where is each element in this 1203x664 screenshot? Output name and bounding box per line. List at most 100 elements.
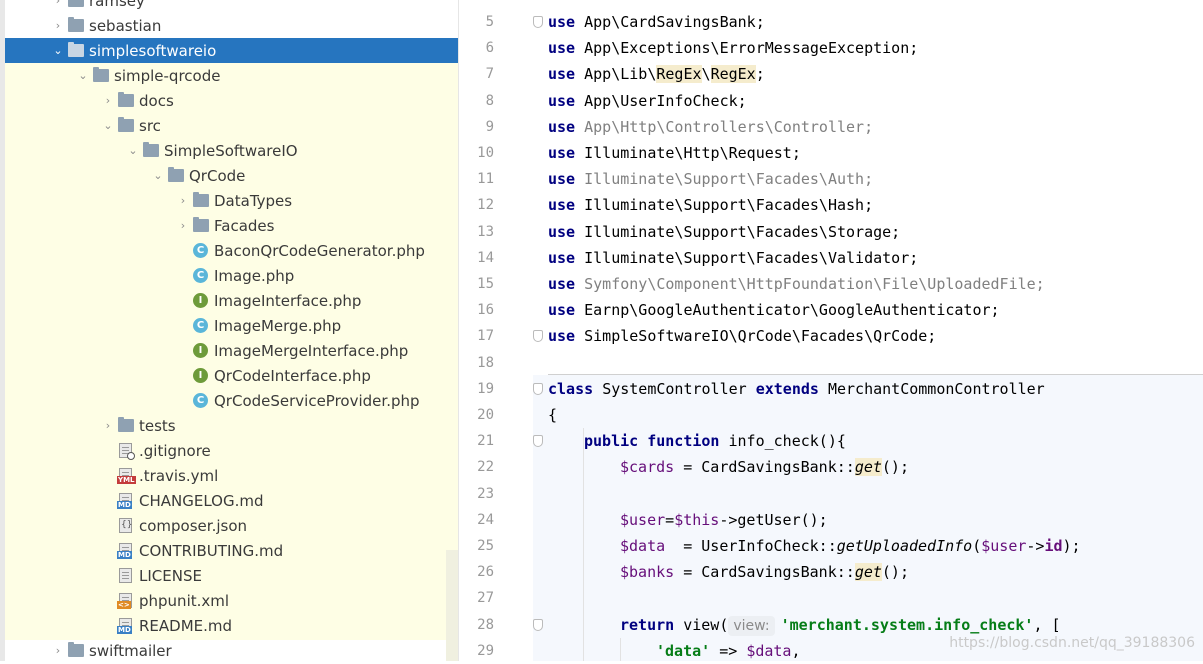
chevron-down-icon[interactable]: ⌄ — [153, 169, 163, 182]
use-statement[interactable]: use Illuminate\Support\Facades\Auth; — [548, 166, 873, 192]
folder-icon — [117, 117, 134, 134]
tree-row-travis-yml[interactable]: YML.travis.yml — [5, 463, 458, 488]
chevron-right-icon[interactable]: › — [55, 19, 61, 32]
use-statement[interactable]: use App\Exceptions\ErrorMessageException… — [548, 35, 918, 61]
fold-marker-icon[interactable] — [533, 330, 543, 342]
line-number: 9 — [485, 119, 494, 135]
line-number: 16 — [477, 302, 494, 318]
class-declaration[interactable]: class SystemController extends MerchantC… — [548, 376, 1045, 402]
use-statement[interactable]: use Illuminate\Http\Request; — [548, 140, 801, 166]
tree-row-docs[interactable]: ›docs — [5, 88, 458, 113]
chevron-right-icon[interactable]: › — [55, 0, 61, 7]
return-keyword: return — [620, 616, 675, 634]
return-statement[interactable]: return view(view:'merchant.system.info_c… — [620, 612, 1061, 638]
chevron-right-icon[interactable]: › — [55, 644, 61, 657]
code-token: , [ — [1033, 616, 1061, 634]
use-statement[interactable]: use App\Lib\RegEx\RegEx; — [548, 61, 765, 87]
line-number: 19 — [477, 381, 494, 397]
chevron-right-icon[interactable]: › — [180, 194, 186, 207]
extends-keyword: extends — [755, 380, 819, 398]
tree-row-simplesoftwareio[interactable]: ⌄simplesoftwareio — [5, 38, 458, 63]
folder-icon — [117, 417, 134, 434]
namespace-path: SimpleSoftwareIO\QrCode\Facades\QrCode; — [584, 327, 937, 345]
tree-row-label: ImageInterface.php — [214, 291, 362, 310]
use-statement[interactable]: use App\CardSavingsBank; — [548, 9, 765, 35]
use-keyword: use — [548, 118, 576, 136]
banks-assignment[interactable]: $banks = CardSavingsBank::get(); — [620, 559, 909, 585]
chevron-right-icon[interactable]: › — [180, 219, 186, 232]
use-keyword: use — [548, 327, 576, 345]
php-interface-icon: I — [192, 292, 209, 309]
tree-row-license[interactable]: LICENSE — [5, 563, 458, 588]
brace: { — [548, 406, 558, 424]
tree-row-phpunit-xml[interactable]: <>phpunit.xml — [5, 588, 458, 613]
class-open-brace[interactable]: { — [548, 402, 557, 428]
tree-row-sebastian[interactable]: ›sebastian — [5, 13, 458, 38]
use-statement[interactable]: use Illuminate\Support\Facades\Validator… — [548, 245, 918, 271]
tree-scrollbar[interactable] — [446, 550, 458, 661]
line-number: 22 — [477, 459, 494, 475]
namespace-path: Earnp\GoogleAuthenticator\GoogleAuthenti… — [584, 301, 1000, 319]
tree-row-composer-json[interactable]: {}composer.json — [5, 513, 458, 538]
namespace-path: Illuminate\Support\Facades\Hash; — [584, 196, 874, 214]
tree-row-swiftmailer[interactable]: › swiftmailer — [5, 638, 458, 661]
code-token: => — [710, 642, 747, 660]
use-statement[interactable]: use SimpleSoftwareIO\QrCode\Facades\QrCo… — [548, 323, 936, 349]
fold-marker-icon[interactable] — [533, 16, 543, 28]
line-number: 28 — [477, 617, 494, 633]
tree-row-gitignore[interactable]: .gitignore — [5, 438, 458, 463]
tree-row-facades[interactable]: ›Facades — [5, 213, 458, 238]
tree-row-simple-qrcode[interactable]: ⌄simple-qrcode — [5, 63, 458, 88]
tree-row-src[interactable]: ⌄src — [5, 113, 458, 138]
line-number: 14 — [477, 250, 494, 266]
variable: $user — [620, 511, 666, 529]
code-token: (); — [881, 563, 909, 581]
use-statement[interactable]: use Illuminate\Support\Facades\Hash; — [548, 192, 873, 218]
chevron-down-icon[interactable]: ⌄ — [103, 119, 113, 132]
cards-assignment[interactable]: $cards = CardSavingsBank::get(); — [620, 454, 909, 480]
chevron-down-icon[interactable]: ⌄ — [128, 144, 138, 157]
tree-row-label: swiftmailer — [89, 641, 172, 660]
use-statement[interactable]: use Symfony\Component\HttpFoundation\Fil… — [548, 271, 1045, 297]
chevron-right-icon[interactable]: › — [105, 94, 111, 107]
fold-marker-icon[interactable] — [533, 383, 543, 395]
use-statement[interactable]: use App\UserInfoCheck; — [548, 88, 747, 114]
chevron-down-icon[interactable]: ⌄ — [53, 44, 63, 57]
code-token: ( — [972, 537, 982, 555]
use-statement[interactable]: use Earnp\GoogleAuthenticator\GoogleAuth… — [548, 297, 1000, 323]
data-assignment[interactable]: $data = UserInfoCheck::getUploadedInfo($… — [620, 533, 1081, 559]
folder-icon — [192, 217, 209, 234]
tree-row-label: .gitignore — [139, 441, 211, 460]
use-statement[interactable]: use App\Http\Controllers\Controller; — [548, 114, 873, 140]
fold-marker-icon[interactable] — [533, 435, 543, 447]
chevron-right-icon[interactable]: › — [105, 419, 111, 432]
user-assignment[interactable]: $user=$this->getUser(); — [620, 507, 828, 533]
tree-row-simplesoftwareio[interactable]: ⌄SimpleSoftwareIO — [5, 138, 458, 163]
array-entry[interactable]: 'data' => $data, — [656, 638, 801, 664]
tree-row-imageinterface-php[interactable]: I ImageInterface.php — [5, 288, 458, 313]
code-token: = UserInfoCheck:: — [665, 537, 837, 555]
code-token: (); — [881, 458, 909, 476]
fold-marker-icon[interactable] — [533, 619, 543, 631]
variable: $data — [620, 537, 666, 555]
variable: $banks — [620, 563, 675, 581]
tree-row-datatypes[interactable]: ›DataTypes — [5, 188, 458, 213]
tree-row-label: ImageMerge.php — [214, 316, 342, 335]
line-number: 24 — [477, 512, 494, 528]
use-statement[interactable]: use Illuminate\Support\Facades\Storage; — [548, 219, 900, 245]
tree-row-qrcode[interactable]: ⌄QrCode — [5, 163, 458, 188]
tree-row-tests[interactable]: ›tests — [5, 413, 458, 438]
chevron-down-icon[interactable]: ⌄ — [78, 69, 88, 82]
use-keyword: use — [548, 196, 576, 214]
tree-row-ramsey[interactable]: ›ramsey — [5, 0, 458, 13]
function-declaration[interactable]: public function info_check(){ — [584, 428, 846, 454]
